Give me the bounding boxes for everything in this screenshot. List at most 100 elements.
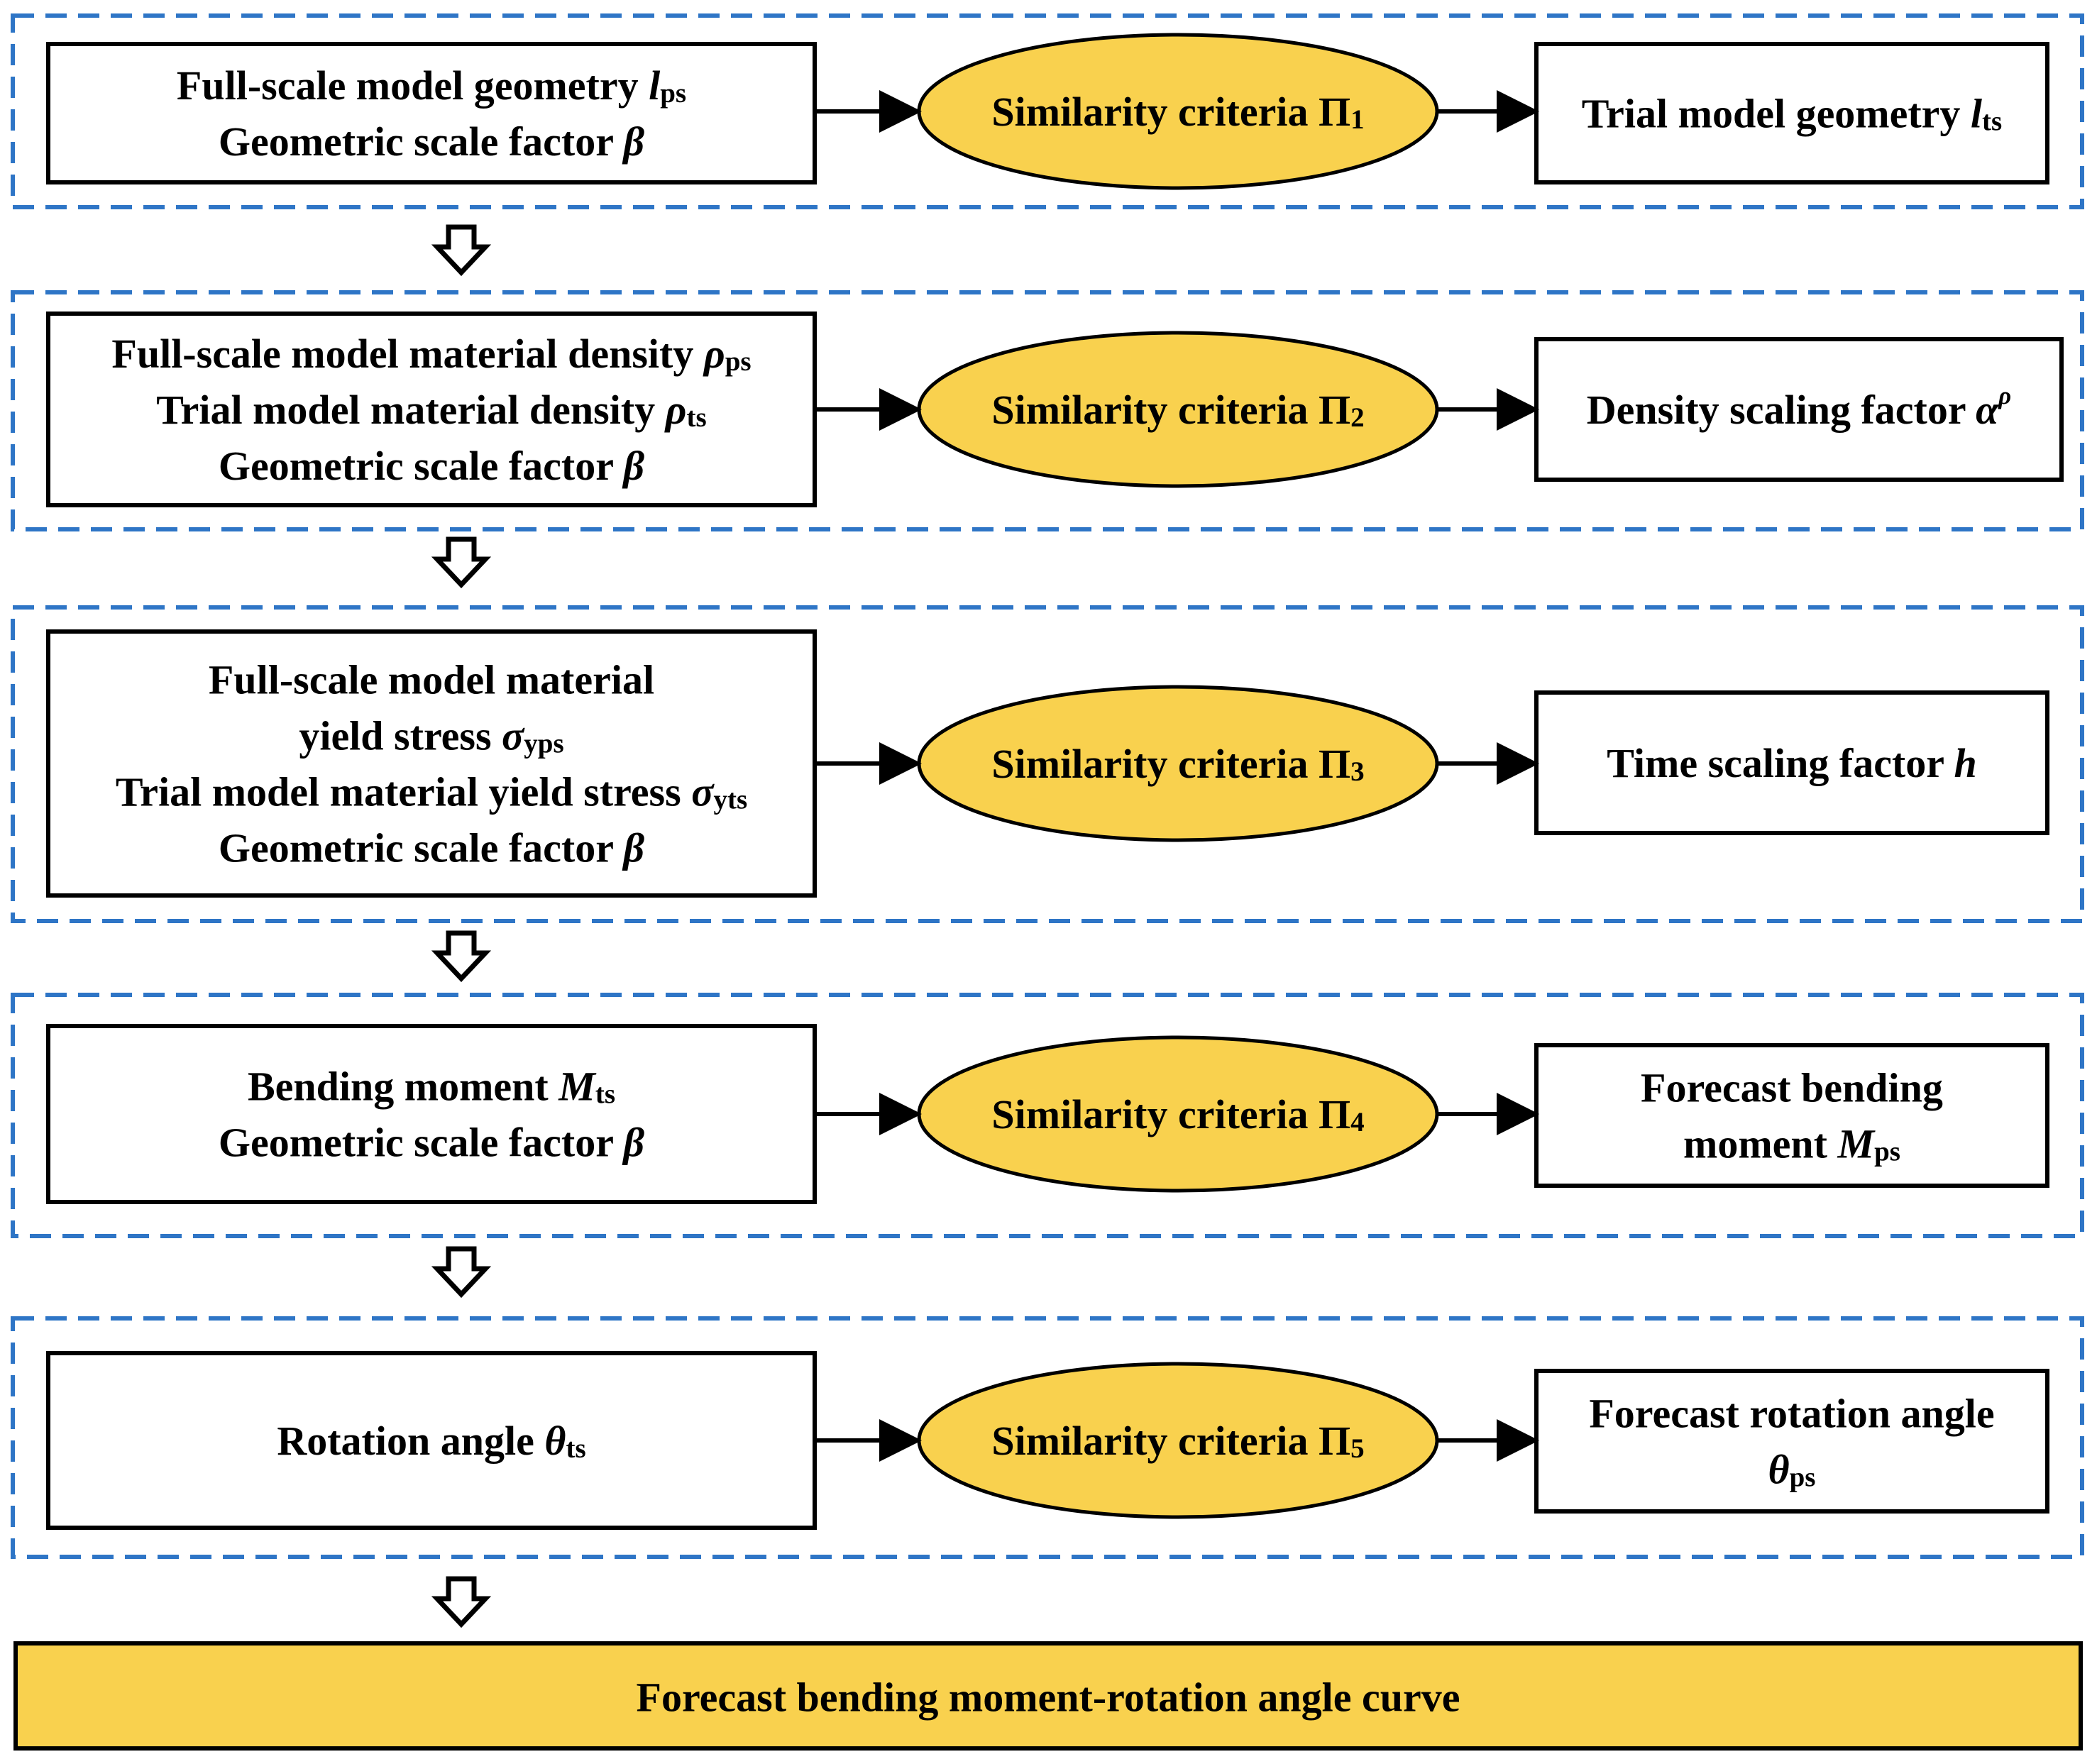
text-run: Full-scale model geometry xyxy=(177,62,649,109)
stage-2-input-box xyxy=(46,312,817,507)
text-run: l xyxy=(1971,90,1983,136)
stage-5-input-line-1: Rotation angle θts xyxy=(277,1418,585,1465)
text-run: ps xyxy=(660,78,686,109)
stage-5-output-box xyxy=(1534,1369,2049,1514)
text-run: Trial model geometry xyxy=(1582,90,1971,136)
text-run: Similarity criteria Π xyxy=(991,741,1350,787)
text-run: θ xyxy=(1768,1446,1790,1492)
stage-4-output-line-2: moment Mps xyxy=(1683,1120,1900,1167)
stage-2-input-line-1: Full-scale model material density ρps xyxy=(111,331,751,377)
text-run: ρ xyxy=(1998,382,2011,409)
text-run: β xyxy=(622,118,644,165)
text-run: Trial model material yield stress xyxy=(116,768,691,815)
text-run: Geometric scale factor xyxy=(219,118,624,165)
stage-2-output-box xyxy=(1534,337,2064,482)
stage-2-output-line-1: Density scaling factor αρ xyxy=(1587,382,2011,433)
stage-5-criteria-label: Similarity criteria Π5 xyxy=(991,1418,1364,1465)
stage-1-input-line-2: Geometric scale factor β xyxy=(219,118,645,165)
text-run: Forecast rotation angle xyxy=(1589,1390,1994,1436)
text-run: Bending moment xyxy=(248,1063,558,1109)
text-run: ts xyxy=(1982,106,2002,137)
stage-1-border xyxy=(11,13,2084,209)
text-run: Full-scale model material density xyxy=(111,331,703,377)
text-run: 5 xyxy=(1350,1433,1365,1464)
stage-5-output-line-1: Forecast rotation angle xyxy=(1589,1390,1994,1436)
stage-5-output-line-2: θps xyxy=(1768,1446,1816,1493)
text-run: yts xyxy=(713,785,747,815)
text-run: Similarity criteria Π xyxy=(991,89,1350,135)
text-run: Similarity criteria Π xyxy=(991,1091,1350,1137)
text-run: β xyxy=(622,1119,644,1165)
text-run: ps xyxy=(725,346,752,377)
stage-3-input-line-4: Geometric scale factor β xyxy=(219,825,645,871)
stage-4-criteria-label: Similarity criteria Π4 xyxy=(991,1091,1364,1138)
stage-4-border xyxy=(11,993,2084,1238)
stage-4-input-box xyxy=(46,1024,817,1204)
down-arrow-3 xyxy=(431,930,492,983)
result-box xyxy=(13,1641,2083,1751)
text-run: Time scaling factor xyxy=(1607,740,1954,786)
text-run: yield stress xyxy=(299,712,502,759)
stage-1-criteria-label: Similarity criteria Π1 xyxy=(991,89,1364,136)
text-run: ρ xyxy=(664,387,687,433)
text-run: l xyxy=(649,62,661,109)
text-run: Forecast bending xyxy=(1641,1064,1943,1110)
text-run: Full-scale model material xyxy=(209,656,654,702)
text-run: yps xyxy=(524,729,563,759)
text-run: ps xyxy=(1790,1462,1816,1493)
text-run: moment xyxy=(1683,1120,1837,1167)
stage-3-input-box xyxy=(46,629,817,898)
text-run: 3 xyxy=(1350,756,1365,787)
text-run: Density scaling factor xyxy=(1587,387,1976,433)
text-run: 1 xyxy=(1350,104,1365,135)
text-run: σ xyxy=(502,712,525,759)
text-run: 2 xyxy=(1350,402,1365,433)
stage-1-input-line-1: Full-scale model geometry lps xyxy=(177,62,686,109)
result-label: Forecast bending moment-rotation angle c… xyxy=(637,1675,1460,1721)
text-run: Similarity criteria Π xyxy=(991,387,1350,433)
stage-4-output-line-1: Forecast bending xyxy=(1641,1064,1943,1110)
text-run: M xyxy=(1837,1120,1876,1167)
text-run: Geometric scale factor xyxy=(219,1119,624,1165)
text-run: ts xyxy=(566,1433,585,1464)
text-run: ρ xyxy=(703,331,725,377)
text-run: β xyxy=(622,443,644,489)
stage-1-output-line-1: Trial model geometry lts xyxy=(1582,90,2002,137)
text-run: Rotation angle xyxy=(277,1418,544,1464)
stage-5-input-box xyxy=(46,1351,817,1530)
stage-3-input-line-2: yield stress σyps xyxy=(299,712,563,759)
text-run: Geometric scale factor xyxy=(219,443,624,489)
text-run: Trial model material density xyxy=(156,387,665,433)
text-run: ps xyxy=(1874,1137,1900,1167)
text-run: M xyxy=(558,1063,597,1109)
text-run: h xyxy=(1954,740,1976,786)
text-run: ts xyxy=(687,402,707,433)
down-arrow-4 xyxy=(431,1246,492,1299)
text-run: Geometric scale factor xyxy=(219,825,624,871)
text-run: σ xyxy=(691,768,715,815)
text-run: β xyxy=(622,825,644,871)
stage-2-input-line-3: Geometric scale factor β xyxy=(219,443,645,489)
stage-3-output-line-1: Time scaling factor h xyxy=(1607,740,1976,786)
stage-4-output-box xyxy=(1534,1043,2049,1188)
stage-2: Full-scale model material density ρpsTri… xyxy=(11,290,2084,531)
stage-3-input-line-3: Trial model material yield stress σyts xyxy=(116,768,747,815)
stage-4-input-line-1: Bending moment Mts xyxy=(248,1063,615,1110)
stage-4-input-line-2: Geometric scale factor β xyxy=(219,1119,645,1165)
stage-3-output-box xyxy=(1534,690,2049,835)
stage-1-input-box xyxy=(46,42,817,184)
stage-3-criteria-label: Similarity criteria Π3 xyxy=(991,741,1364,788)
stage-5-border xyxy=(11,1316,2084,1559)
down-arrow-1 xyxy=(431,224,492,277)
text-run: ts xyxy=(595,1079,615,1110)
down-arrow-2 xyxy=(431,536,492,589)
stage-2-border xyxy=(11,290,2084,531)
stage-2-criteria-label: Similarity criteria Π2 xyxy=(991,387,1364,434)
text-run: α xyxy=(1976,387,1999,433)
